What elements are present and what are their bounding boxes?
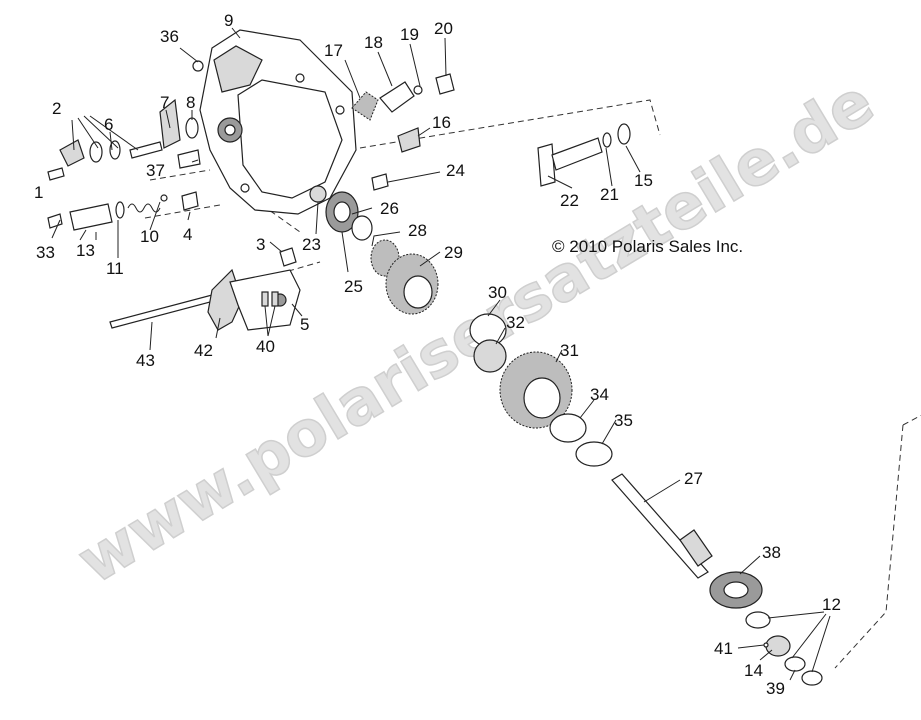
callout-18: 18 [364, 33, 383, 52]
callout-41: 41 [714, 639, 733, 658]
callout-29: 29 [444, 243, 463, 262]
leader-lines [51, 27, 831, 681]
callout-19: 19 [400, 25, 419, 44]
callout-22: 22 [560, 191, 579, 210]
callout-42: 42 [194, 341, 213, 360]
callout-38: 38 [762, 543, 781, 562]
side-hardware [537, 123, 631, 187]
callout-43: 43 [136, 351, 155, 370]
top-hardware [351, 73, 455, 153]
output-shaft [611, 473, 823, 686]
callout-17: 17 [324, 41, 343, 60]
callout-31: 31 [560, 341, 579, 360]
callout-13: 13 [76, 241, 95, 260]
callout-26: 26 [380, 199, 399, 218]
transmission-case [199, 29, 357, 215]
left-hardware [47, 60, 389, 267]
copyright-notice: © 2010 Polaris Sales Inc. [552, 237, 743, 256]
callout-7: 7 [160, 93, 169, 112]
callout-5: 5 [300, 315, 309, 334]
callout-1: 1 [34, 183, 43, 202]
callout-33: 33 [36, 243, 55, 262]
callout-8: 8 [186, 93, 195, 112]
callout-numbers: 1 2 3 4 5 6 7 8 9 10 11 12 13 14 15 16 1… [34, 11, 841, 698]
callout-40: 40 [256, 337, 275, 356]
callout-34: 34 [590, 385, 609, 404]
callout-6: 6 [104, 115, 113, 134]
callout-16: 16 [432, 113, 451, 132]
callout-11: 11 [106, 259, 124, 278]
callout-28: 28 [408, 221, 427, 240]
callout-21: 21 [600, 185, 619, 204]
callout-35: 35 [614, 411, 633, 430]
callout-15: 15 [634, 171, 653, 190]
callout-24: 24 [446, 161, 465, 180]
gear-train [309, 185, 613, 467]
shift-shaft [109, 268, 301, 331]
callout-20: 20 [434, 19, 453, 38]
callout-25: 25 [344, 277, 363, 296]
callout-32: 32 [506, 313, 525, 332]
callout-14: 14 [744, 661, 763, 680]
callout-30: 30 [488, 283, 507, 302]
callout-37: 37 [146, 161, 165, 180]
callout-36: 36 [160, 27, 179, 46]
callout-9: 9 [224, 11, 233, 30]
callout-27: 27 [684, 469, 703, 488]
callout-10: 10 [140, 227, 159, 246]
callout-4: 4 [183, 225, 192, 244]
callout-12: 12 [822, 595, 841, 614]
callout-39: 39 [766, 679, 785, 698]
callout-2: 2 [52, 99, 61, 118]
callout-23: 23 [302, 235, 321, 254]
callout-3: 3 [256, 235, 265, 254]
